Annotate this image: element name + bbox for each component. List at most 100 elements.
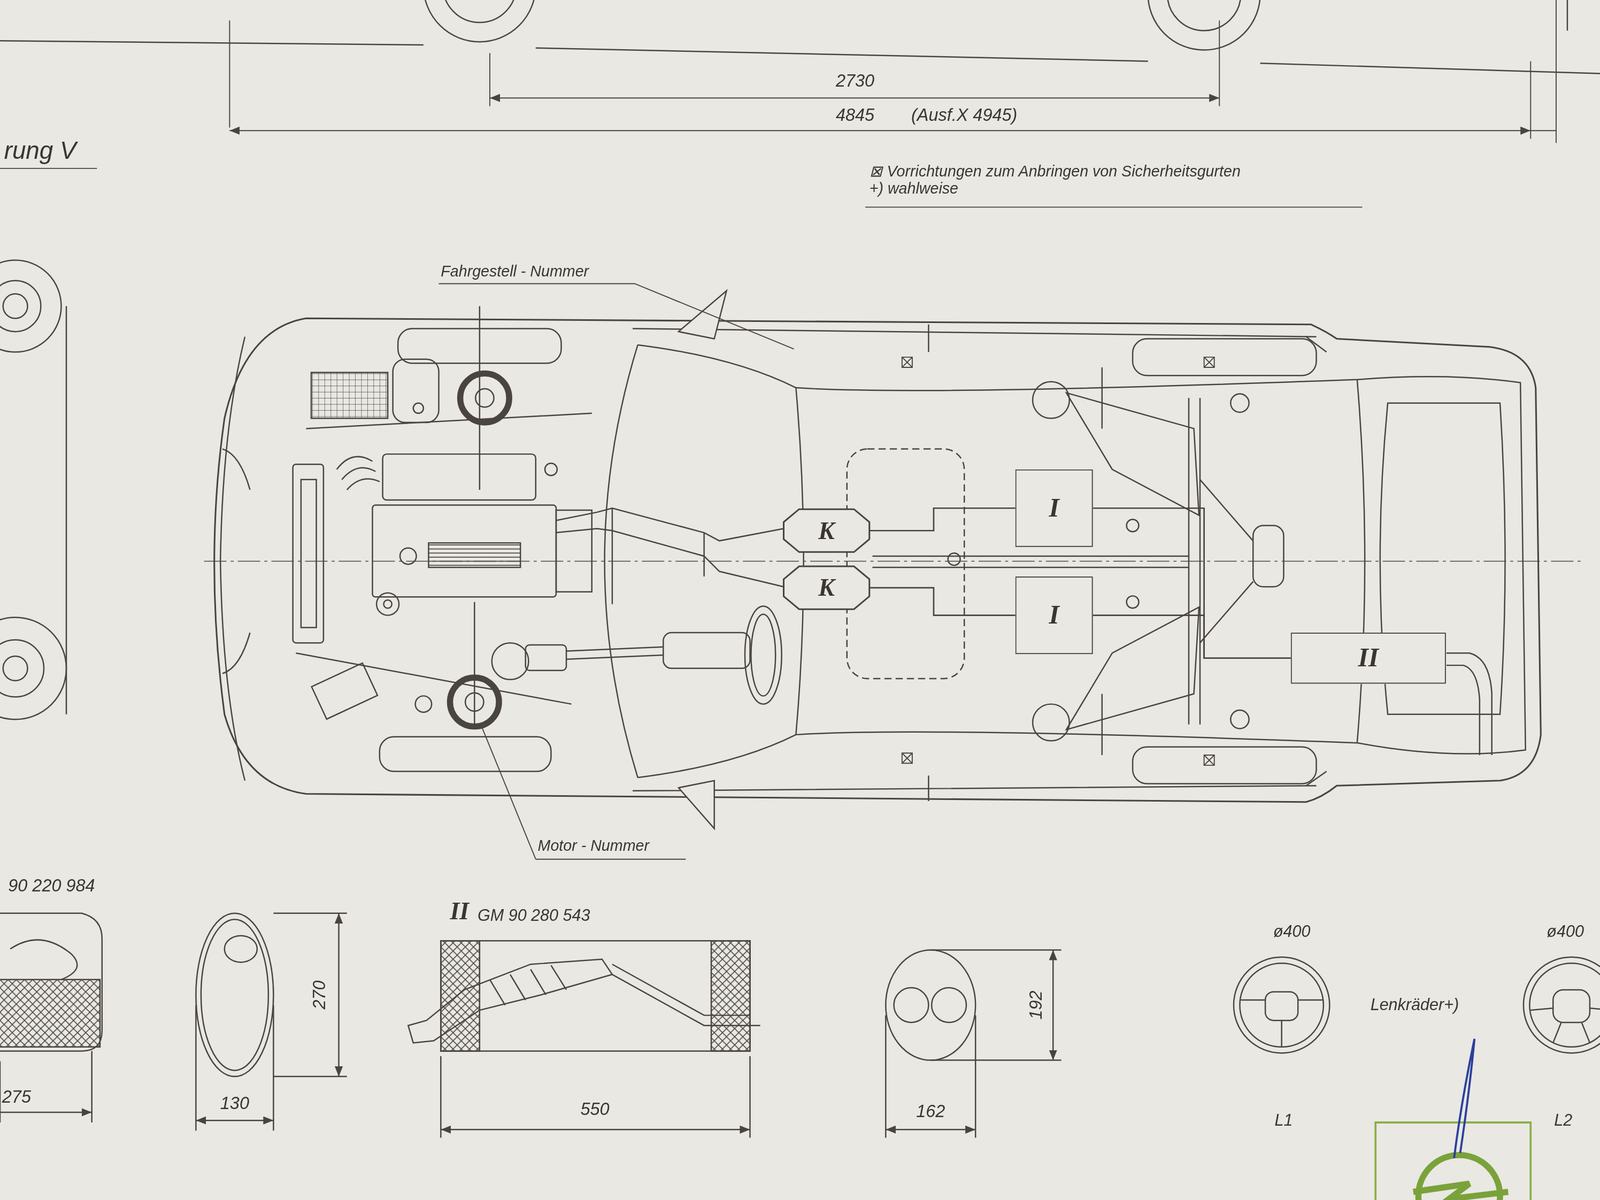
engine-bay <box>336 456 380 490</box>
muffler-round-end-view <box>885 1129 976 1130</box>
muffler-part-view <box>0 1050 92 1123</box>
part-number: 90 220 984 <box>8 877 95 897</box>
muffler-part-view <box>10 940 78 980</box>
wheel-view-remnant <box>0 617 67 720</box>
callout-label: Fahrgestell - Nummer <box>440 263 589 280</box>
drive-tunnel <box>744 449 1189 705</box>
dimension-lines <box>229 0 1557 143</box>
center-line <box>204 560 1582 562</box>
tail-pipe <box>1445 652 1492 756</box>
seat-belt-anchor <box>902 357 1215 766</box>
dimension-value: (Ausf.X 4945) <box>911 106 1018 127</box>
muffler-part-view <box>0 1111 92 1113</box>
wheel-view-remnant <box>0 280 41 332</box>
mirror <box>678 290 727 829</box>
muffler-end-view <box>195 1120 274 1121</box>
dimension-value: ø400 <box>1546 922 1584 941</box>
muffler-end-view <box>338 913 340 1077</box>
muffler-part-view <box>0 979 100 1048</box>
front-exhaust-pipe <box>612 508 705 604</box>
note-text: +) wahlweise <box>869 180 959 197</box>
rear-suspension <box>1132 339 1317 376</box>
muffler-end-view <box>273 913 347 1077</box>
dimension-value: 2730 <box>835 72 875 92</box>
car-body-outline <box>637 344 1526 778</box>
seat-belt-anchor <box>902 357 913 368</box>
center-line <box>204 560 1582 563</box>
pen-mark <box>1454 1039 1475 1159</box>
car-body-outline <box>928 324 929 802</box>
drive-tunnel <box>948 552 961 566</box>
rear-muffler-section <box>711 940 751 1051</box>
side-view-remnant <box>442 0 517 23</box>
rear-suspension <box>1132 747 1317 784</box>
engine-bay <box>544 463 558 476</box>
muffler-part-view <box>0 913 103 1123</box>
part-label: Lenkräder+) <box>1370 996 1459 1015</box>
tail-pipe <box>1445 665 1480 756</box>
rear-suspension <box>1230 710 1249 729</box>
muffler-part-view <box>0 913 103 1052</box>
dimension-value: 192 <box>1027 990 1047 1020</box>
drive-tunnel <box>847 449 965 679</box>
part-callout: II <box>450 897 470 925</box>
steering-wheel <box>1240 1000 1323 1048</box>
front-exhaust-pipe <box>556 508 784 604</box>
engine-bay <box>428 542 521 568</box>
rear-suspension <box>1230 394 1249 413</box>
variant-label: L1 <box>1274 1111 1293 1130</box>
engine-bay <box>311 372 388 419</box>
muffler-box: II <box>1290 632 1446 684</box>
drive-tunnel <box>872 556 1189 568</box>
section-heading: rung V <box>4 137 77 165</box>
wheel-view-remnant <box>3 656 28 681</box>
tire <box>460 373 510 423</box>
tire <box>450 373 510 727</box>
muffler-end-view <box>201 919 269 1071</box>
mirror <box>678 780 715 829</box>
engine-bay <box>383 600 392 609</box>
muffler-round-end-view <box>1052 950 1054 1061</box>
front-exhaust-pipe <box>556 528 784 587</box>
muffler-box: I <box>1015 576 1094 655</box>
car-body-outline <box>1357 379 1365 743</box>
steering-wheel <box>1239 963 1323 1047</box>
engine-bay <box>311 663 378 720</box>
muffler-end-view <box>195 1005 274 1132</box>
dimension-value: 550 <box>580 1100 610 1120</box>
car-body-outline <box>632 328 1317 791</box>
tire <box>465 693 484 712</box>
seat-belt-anchor <box>902 357 913 368</box>
wheel-view-remnant <box>3 294 28 319</box>
dimension-value: 270 <box>310 980 330 1010</box>
callout-label: Motor - Nummer <box>537 837 650 855</box>
muffler-round-end-view <box>894 987 929 1023</box>
part-callout: I <box>1045 602 1063 629</box>
car-body-outline <box>795 387 804 735</box>
rear-muffler-section <box>440 1056 750 1138</box>
rear-suspension <box>1101 367 1103 756</box>
muffler-round-end-view <box>885 950 976 1061</box>
wheel-view-remnant <box>0 639 44 697</box>
exhaust-pipe <box>1093 615 1291 659</box>
part-number: GM 90 280 543 <box>477 906 590 925</box>
engine-bay <box>415 695 433 713</box>
rear-suspension <box>1126 519 1140 532</box>
dimension-lines <box>489 97 1220 99</box>
dimension-lines <box>0 167 97 169</box>
exhaust-pipe <box>869 587 1016 616</box>
exhaust-pipe <box>1093 508 1291 659</box>
engine-bay <box>382 454 536 500</box>
rear-muffler-section <box>408 940 760 1138</box>
car-body-outline <box>214 318 1542 802</box>
rear-suspension <box>1032 339 1317 784</box>
dimension-lines <box>1530 130 1557 132</box>
engine-bay <box>491 642 529 680</box>
rear-muffler-section <box>408 959 613 1043</box>
engine-bay <box>663 632 750 669</box>
seat-belt-anchor <box>1204 357 1215 368</box>
tail-pipe <box>1445 652 1492 756</box>
engine-bay <box>376 593 399 616</box>
steering-wheel <box>1552 989 1590 1023</box>
